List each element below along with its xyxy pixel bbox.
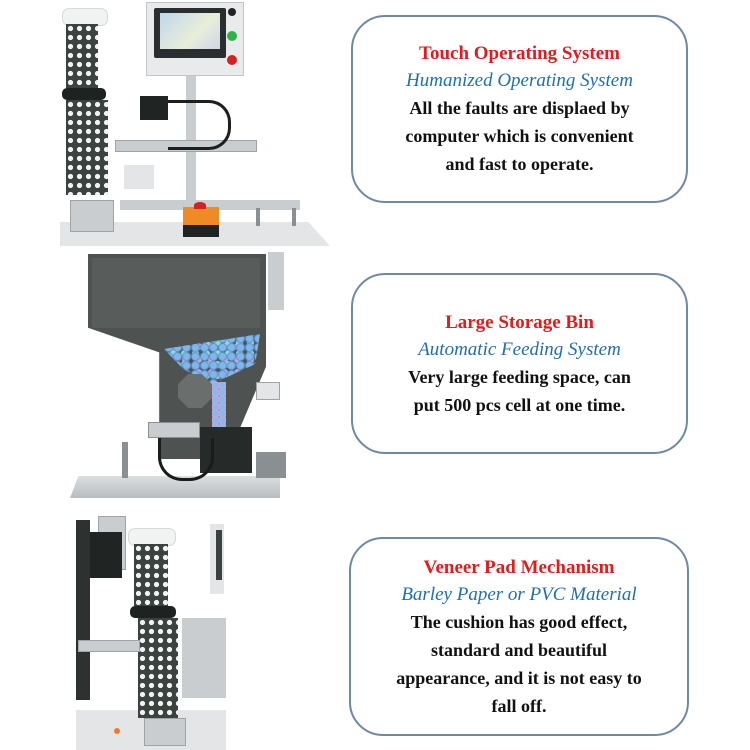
bin-leg	[122, 442, 128, 478]
connector-block	[124, 165, 154, 189]
feature-description-line: put 500 pcs cell at one time.	[413, 394, 626, 415]
storage-bin-photo	[60, 252, 300, 500]
tape-roller	[130, 606, 176, 618]
feature-card-touch-operating: Touch Operating System Humanized Operati…	[351, 15, 688, 203]
tape-upper	[134, 544, 168, 606]
feed-wheel	[178, 374, 212, 408]
feature-title: Touch Operating System	[419, 43, 620, 64]
emergency-stop-icon	[194, 202, 206, 209]
tape-block	[144, 718, 186, 746]
rail	[120, 200, 300, 210]
right-column	[268, 252, 284, 310]
cable	[158, 438, 214, 481]
feature-card-veneer-pad: Veneer Pad Mechanism Barley Paper or PVC…	[349, 537, 689, 736]
feature-description-line: All the faults are displaed by	[409, 98, 630, 118]
touch-screen-machine-photo	[60, 0, 340, 248]
base-plate	[70, 476, 280, 498]
right-panel-screen	[216, 530, 222, 580]
tape-lower	[138, 618, 178, 718]
sensor	[256, 382, 280, 400]
emergency-box	[183, 207, 219, 225]
motor	[140, 96, 168, 120]
red-button-icon	[227, 55, 237, 65]
feature-title: Large Storage Bin	[445, 311, 594, 333]
right-support	[256, 452, 286, 478]
tape-roller	[62, 88, 106, 100]
green-button-icon	[227, 31, 237, 41]
feature-subtitle: Barley Paper or PVC Material	[401, 583, 637, 605]
right-mechanism	[182, 618, 226, 698]
feature-subtitle: Humanized Operating System	[406, 70, 633, 91]
cable	[168, 100, 231, 150]
hopper-inner	[92, 258, 260, 328]
tape-upper	[66, 24, 98, 88]
tape-lower	[66, 100, 108, 195]
feature-description-line: appearance, and it is not easy to	[396, 667, 642, 688]
feature-subtitle: Automatic Feeding System	[418, 338, 621, 360]
arm	[78, 640, 140, 652]
tape-block	[70, 200, 114, 232]
feature-description-line: computer which is convenient	[405, 126, 634, 146]
cylinder	[148, 422, 200, 438]
touch-screen-display	[160, 13, 220, 49]
veneer-pad-photo	[60, 510, 300, 750]
feature-description-line: Very large feeding space, can	[408, 366, 631, 387]
emergency-box-base	[183, 225, 219, 237]
rail-leg	[256, 208, 260, 226]
knob-icon	[228, 8, 236, 16]
feature-description-line: standard and beautiful	[430, 639, 608, 660]
left-block	[90, 532, 122, 578]
feature-title: Veneer Pad Mechanism	[423, 556, 615, 578]
feature-card-storage-bin: Large Storage Bin Automatic Feeding Syst…	[351, 273, 688, 454]
feature-description-line: fall off.	[491, 695, 547, 716]
feature-description-line: The cushion has good effect,	[410, 611, 628, 632]
rail-leg	[292, 208, 296, 226]
feature-description-line: and fast to operate.	[445, 154, 594, 174]
left-frame	[76, 520, 90, 700]
indicator-icon	[114, 728, 120, 734]
